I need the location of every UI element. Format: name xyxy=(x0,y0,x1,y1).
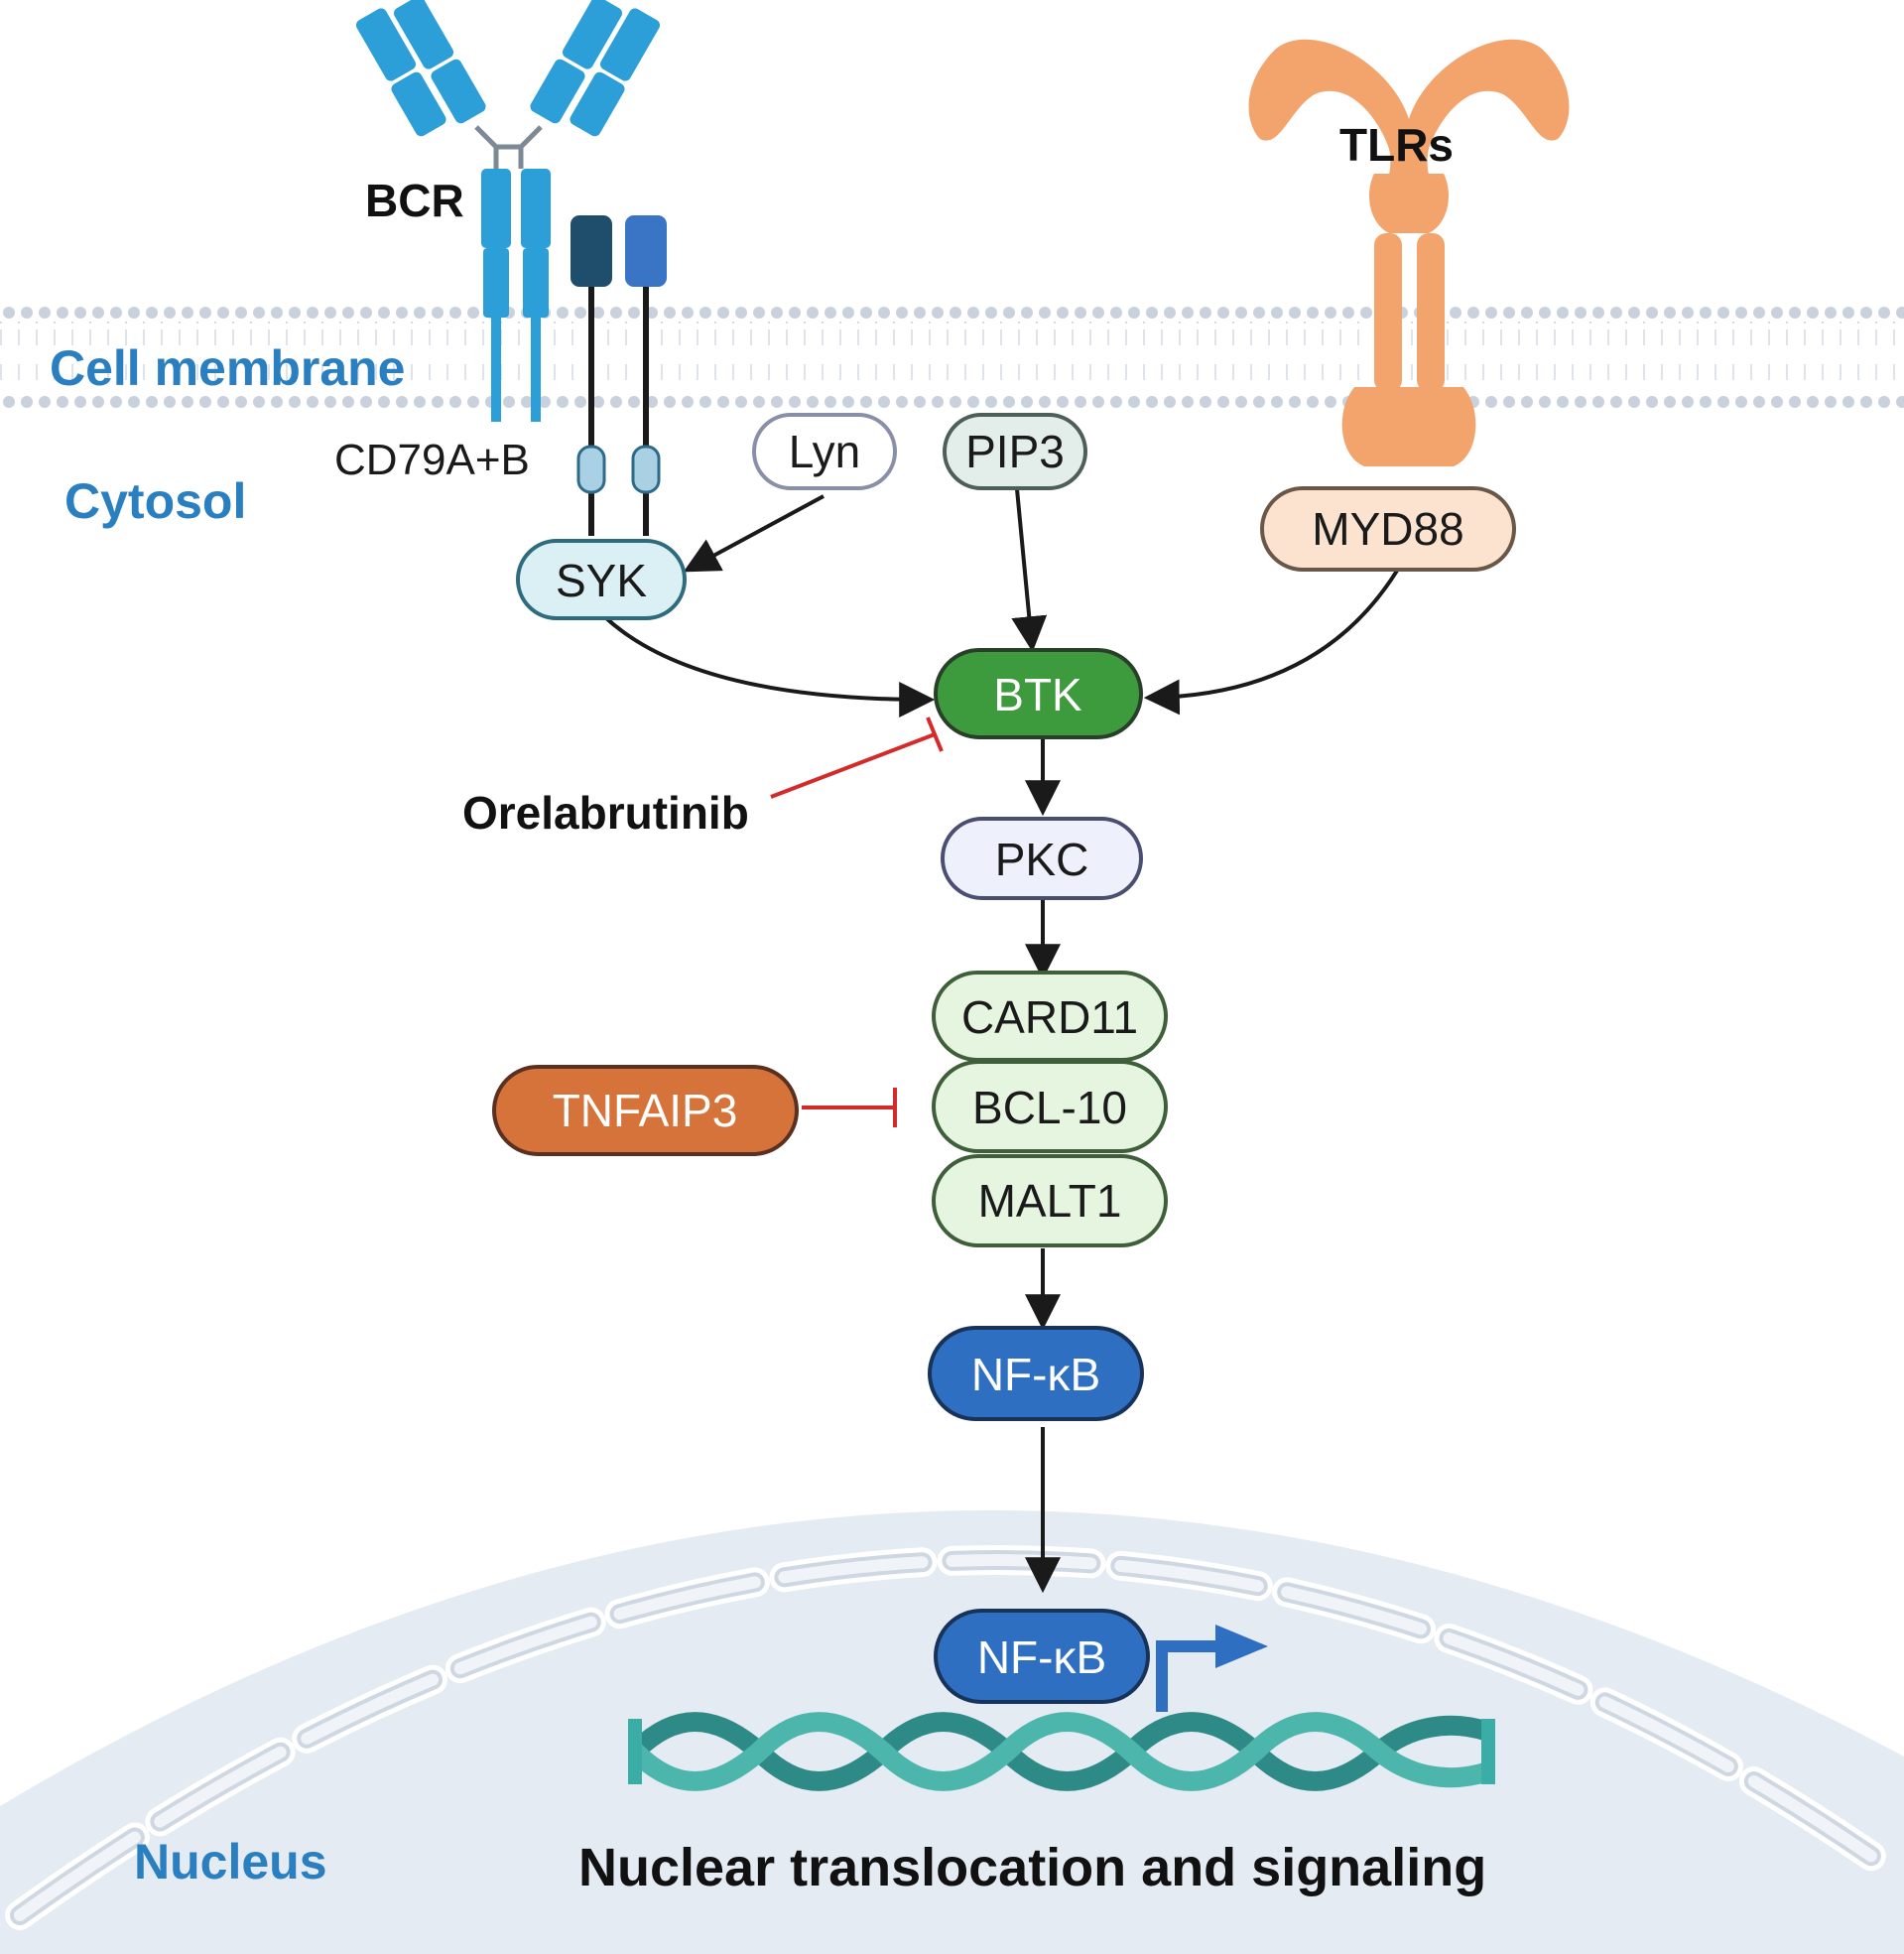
arrow-syk-to-btk xyxy=(603,615,936,717)
arrow-myd88-to-btk xyxy=(1143,569,1399,716)
svg-text:MYD88: MYD88 xyxy=(1312,503,1463,555)
pkc-node: PKC xyxy=(941,817,1143,900)
transcription-arrow-icon xyxy=(1156,1625,1268,1712)
arrow-pip3-to-btk xyxy=(1011,488,1048,653)
svg-text:NF-κB: NF-κB xyxy=(977,1631,1106,1683)
caption-label: Nuclear translocation and signaling xyxy=(578,1838,1486,1897)
svg-text:NF-κB: NF-κB xyxy=(971,1349,1100,1400)
lyn-node: Lyn xyxy=(752,413,897,490)
orelabrutinib-label: Orelabrutinib xyxy=(462,787,749,839)
bcr-label: BCR xyxy=(365,175,464,226)
nucleus-label: Nucleus xyxy=(134,1834,327,1889)
svg-text:SYK: SYK xyxy=(556,555,647,606)
signal-arrows xyxy=(603,488,1399,1594)
malt1-node: MALT1 xyxy=(932,1154,1168,1247)
tlr-receptor-icon xyxy=(1248,39,1570,466)
inhibition-tnfaip3 xyxy=(802,1088,897,1127)
myd88-node: MYD88 xyxy=(1260,486,1516,572)
svg-text:MALT1: MALT1 xyxy=(978,1175,1122,1227)
svg-text:BTK: BTK xyxy=(993,669,1082,720)
bcl10-node: BCL-10 xyxy=(932,1060,1168,1153)
bcr-receptor-icon xyxy=(355,0,661,422)
btk-node: BTK xyxy=(934,648,1143,739)
svg-text:PIP3: PIP3 xyxy=(965,426,1065,477)
tlrs-label: TLRs xyxy=(1339,119,1454,171)
cell-membrane-label: Cell membrane xyxy=(50,340,405,396)
dna-helix-icon xyxy=(627,1712,1495,1791)
card11-node: CARD11 xyxy=(932,971,1168,1062)
pip3-node: PIP3 xyxy=(943,413,1087,490)
cd79-label: CD79A+B xyxy=(334,436,530,484)
svg-text:CARD11: CARD11 xyxy=(961,991,1138,1043)
tnfaip3-node: TNFAIP3 xyxy=(492,1065,799,1156)
arrow-lyn-to-syk xyxy=(683,494,825,573)
cytosol-label: Cytosol xyxy=(64,473,246,529)
nfkb-cytosol-node: NF-κB xyxy=(928,1326,1144,1421)
nfkb-nucleus-node: NF-κB xyxy=(934,1609,1150,1704)
cd79-icon xyxy=(571,215,667,536)
svg-text:PKC: PKC xyxy=(995,834,1089,885)
inhibition-orelabrutinib xyxy=(770,716,944,799)
svg-text:TNFAIP3: TNFAIP3 xyxy=(553,1085,738,1136)
svg-text:BCL-10: BCL-10 xyxy=(972,1082,1127,1133)
svg-text:Lyn: Lyn xyxy=(789,426,860,477)
syk-node: SYK xyxy=(516,539,687,620)
